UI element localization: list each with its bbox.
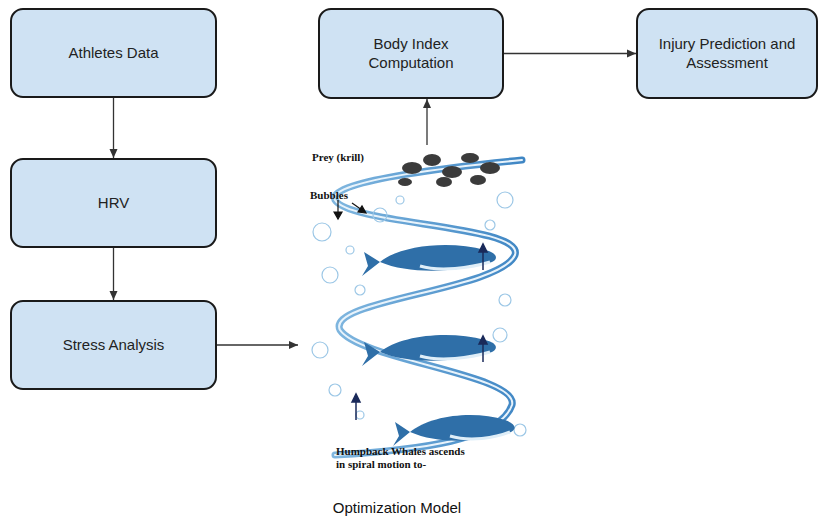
process-box: Stress Analysis (10, 300, 217, 390)
box-label: Stress Analysis (63, 336, 165, 355)
flow-arrow (113, 248, 114, 300)
process-box: Body Index Computation (318, 8, 504, 99)
illustration-label: Bubbles (310, 189, 370, 202)
flow-arrow (217, 344, 298, 345)
spiral-highlight (335, 160, 522, 455)
bubble-pointers (334, 200, 366, 219)
illustration-label: Prey (krill) (312, 151, 372, 164)
spiral-path (335, 160, 522, 455)
process-box: HRV (10, 158, 217, 248)
optimization-model: Prey (krill) BubblesHumpback Whales ascen… (298, 145, 532, 520)
model-caption: Optimization Model (333, 499, 461, 516)
krill-school (398, 153, 500, 187)
output-box: Injury Prediction and Assessment (636, 8, 818, 99)
flow-arrow (426, 99, 427, 145)
flow-arrow (113, 98, 114, 158)
flow-arrow (504, 53, 636, 54)
input-box: Athletes Data (10, 8, 217, 98)
box-label: Athletes Data (68, 44, 158, 63)
box-label: HRV (98, 194, 129, 213)
bubbles (312, 192, 526, 436)
box-label: Body Index Computation (332, 35, 490, 73)
ascent-arrows (352, 244, 487, 420)
humpback-whales (362, 245, 515, 446)
illustration-label: Humpback Whales ascends in spiral motion… (336, 445, 476, 470)
box-label: Injury Prediction and Assessment (650, 35, 804, 73)
